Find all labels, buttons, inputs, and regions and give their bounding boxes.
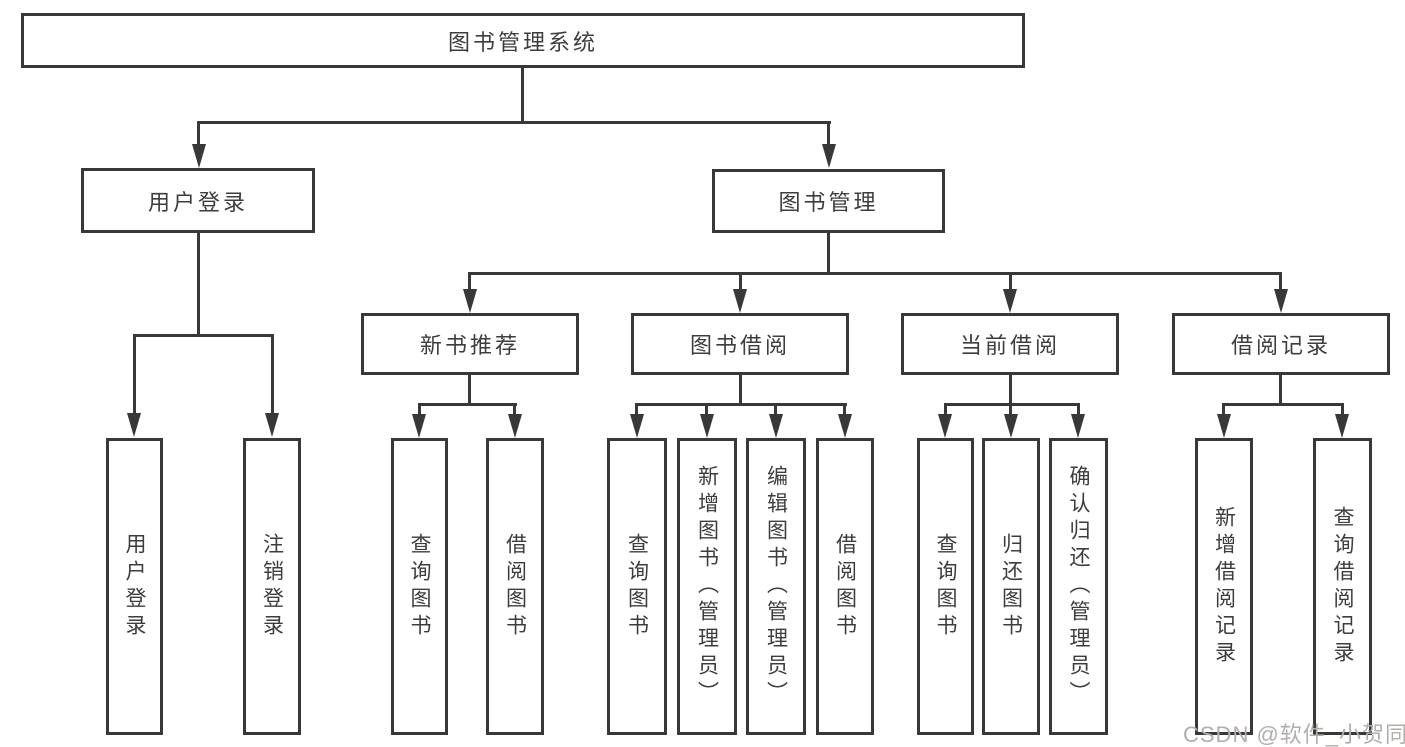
arrow-down-icon (1335, 414, 1349, 438)
connector-drop-section (739, 272, 742, 291)
leaf-label: 借阅图书 (833, 532, 857, 641)
arrow-down-icon (463, 289, 477, 313)
node-label: 新书推荐 (419, 333, 520, 358)
connector-drop-leaf (843, 403, 846, 416)
leaf-cb-query-book: 查询图书 (917, 438, 974, 735)
arrow-down-icon (192, 144, 206, 168)
leaf-label: 借阅图书 (503, 532, 527, 641)
leaf-label: 新增图书（管理员） (695, 465, 719, 708)
connector-section-stem (739, 375, 742, 406)
csdn-watermark: CSDN @软件_小贺同学 (1183, 722, 1405, 747)
node-root-library-system: 图书管理系统 (21, 13, 1025, 68)
leaf-label: 确认归还（管理员） (1067, 465, 1091, 708)
node-book-borrow: 图书借阅 (631, 313, 849, 375)
connector-section-hline (635, 403, 847, 406)
leaf-user-login: 用户登录 (106, 438, 163, 735)
connector-book-management-hline (468, 272, 1282, 275)
connector-drop-leaf (1077, 403, 1080, 416)
arrow-down-icon (630, 414, 644, 438)
arrow-down-icon (1274, 289, 1288, 313)
connector-section-hline (1222, 403, 1344, 406)
leaf-bb-query-book: 查询图书 (607, 438, 667, 735)
leaf-nb-query-book: 查询图书 (391, 438, 448, 735)
connector-drop-leaf (774, 403, 777, 416)
leaf-label: 归还图书 (999, 532, 1023, 641)
connector-section-hline (418, 403, 517, 406)
node-book-management: 图书管理 (712, 169, 945, 233)
connector-section-stem (1009, 375, 1012, 406)
arrow-down-icon (265, 413, 279, 437)
leaf-label: 用户登录 (123, 532, 147, 641)
connector-drop-leaf (1222, 403, 1225, 416)
connector-drop-leaf (944, 403, 947, 416)
connector-drop-leaf (133, 334, 136, 416)
connector-drop-section (1279, 272, 1282, 291)
arrow-down-icon (1217, 414, 1231, 438)
arrow-down-icon (127, 413, 141, 437)
leaf-label: 查询图书 (934, 532, 958, 641)
connector-drop-section (1009, 272, 1012, 291)
leaf-label: 注销登录 (260, 532, 284, 641)
connector-drop-leaf (705, 403, 708, 416)
connector-root-hline (197, 121, 831, 124)
node-new-book-recommend: 新书推荐 (361, 313, 579, 375)
arrow-down-icon (1004, 414, 1018, 438)
arrow-down-icon (938, 414, 952, 438)
connector-section-stem (1279, 375, 1282, 406)
connector-drop-user-login (197, 121, 200, 147)
node-label: 当前借阅 (959, 333, 1060, 358)
leaf-label: 新增借阅记录 (1212, 505, 1236, 668)
connector-drop-section (468, 272, 471, 291)
leaf-label: 查询借阅记录 (1331, 505, 1355, 668)
leaf-bb-edit-book-admin: 编辑图书（管理员） (746, 438, 806, 735)
node-label: 图书管理系统 (447, 29, 598, 55)
node-label: 用户登录 (147, 189, 248, 215)
connector-section-hline (944, 403, 1080, 406)
leaf-label: 查询图书 (408, 532, 432, 641)
arrow-down-icon (1003, 289, 1017, 313)
connector-section-stem (468, 375, 471, 406)
connector-user-login-stem (197, 233, 200, 337)
connector-book-management-stem (827, 233, 830, 274)
arrow-down-icon (412, 414, 426, 438)
node-borrow-record: 借阅记录 (1172, 313, 1390, 375)
arrow-down-icon (838, 414, 852, 438)
leaf-label: 查询图书 (625, 532, 649, 641)
node-user-login: 用户登录 (81, 168, 315, 233)
leaf-bb-add-book-admin: 新增图书（管理员） (677, 438, 737, 735)
arrow-down-icon (733, 289, 747, 313)
leaf-cb-confirm-return-admin: 确认归还（管理员） (1049, 438, 1108, 735)
connector-drop-leaf (271, 334, 274, 416)
node-label: 借阅记录 (1230, 333, 1331, 358)
leaf-cb-return-book: 归还图书 (982, 438, 1040, 735)
connector-drop-leaf (1009, 403, 1012, 416)
connector-drop-book-management (827, 121, 830, 147)
leaf-br-add-record: 新增借阅记录 (1195, 438, 1253, 735)
leaf-nb-borrow-book: 借阅图书 (486, 438, 544, 735)
connector-root-stem (521, 68, 524, 124)
leaf-bb-borrow-book: 借阅图书 (816, 438, 874, 735)
arrow-down-icon (508, 414, 522, 438)
connector-drop-leaf (1341, 403, 1344, 416)
arrow-down-icon (700, 414, 714, 438)
arrow-down-icon (769, 414, 783, 438)
connector-drop-leaf (418, 403, 421, 416)
node-label: 图书管理 (778, 190, 879, 215)
leaf-logout: 注销登录 (243, 438, 301, 735)
leaf-label: 编辑图书（管理员） (764, 465, 788, 708)
arrow-down-icon (822, 144, 836, 168)
connector-user-login-hline (133, 334, 274, 337)
connector-drop-leaf (635, 403, 638, 416)
arrow-down-icon (1071, 414, 1085, 438)
node-label: 图书借阅 (689, 333, 790, 358)
leaf-br-query-record: 查询借阅记录 (1313, 438, 1372, 735)
node-current-borrow: 当前借阅 (901, 313, 1119, 375)
connector-drop-leaf (513, 403, 516, 416)
